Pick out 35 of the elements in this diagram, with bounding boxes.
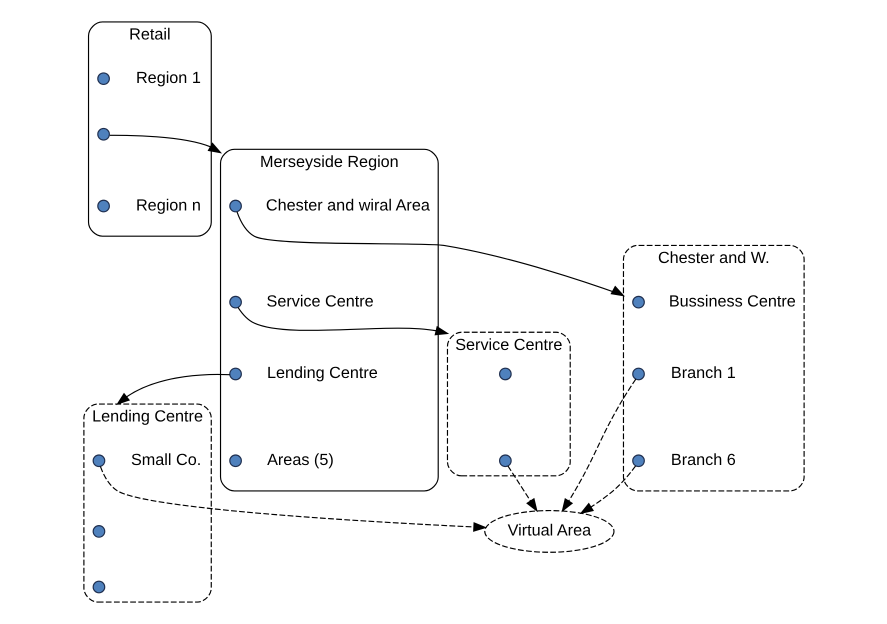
node-circle [96, 72, 110, 86]
node-circle [632, 296, 644, 309]
node-circle [498, 368, 512, 380]
arrow [237, 307, 449, 336]
node-circle [228, 296, 242, 309]
node-label: Branch 1 [670, 364, 736, 382]
node-label: Areas (5) [266, 451, 334, 470]
node-circle [632, 454, 644, 468]
node-circle [228, 454, 242, 468]
node-circle [632, 368, 644, 380]
node-label: Small Co. [130, 451, 201, 470]
node-label: Service Centre [266, 292, 374, 310]
arrow [561, 378, 636, 512]
arrow [236, 212, 625, 296]
node-ellipse: Virtual Area [484, 510, 614, 553]
arrow [99, 466, 487, 532]
node-circle [96, 128, 110, 141]
node-label: Region 1 [135, 68, 200, 87]
arrow [507, 466, 538, 512]
node-circle [96, 200, 110, 212]
node-circle [92, 454, 105, 468]
node-circle [498, 454, 512, 468]
node-circle [92, 580, 105, 594]
arrow [109, 134, 222, 154]
node-label: Bussiness Centre [668, 292, 796, 310]
cluster: Service Centre [446, 332, 570, 476]
arrow [116, 374, 230, 406]
node-label: Branch 6 [670, 451, 736, 470]
node-circle [228, 200, 242, 212]
node-label: Region n [135, 196, 200, 214]
node-label: Lending Centre [266, 364, 378, 382]
node-circle [92, 525, 105, 538]
arrow [579, 466, 636, 514]
node-label: Chester and wiral Area [265, 196, 430, 214]
node-circle [228, 368, 242, 380]
